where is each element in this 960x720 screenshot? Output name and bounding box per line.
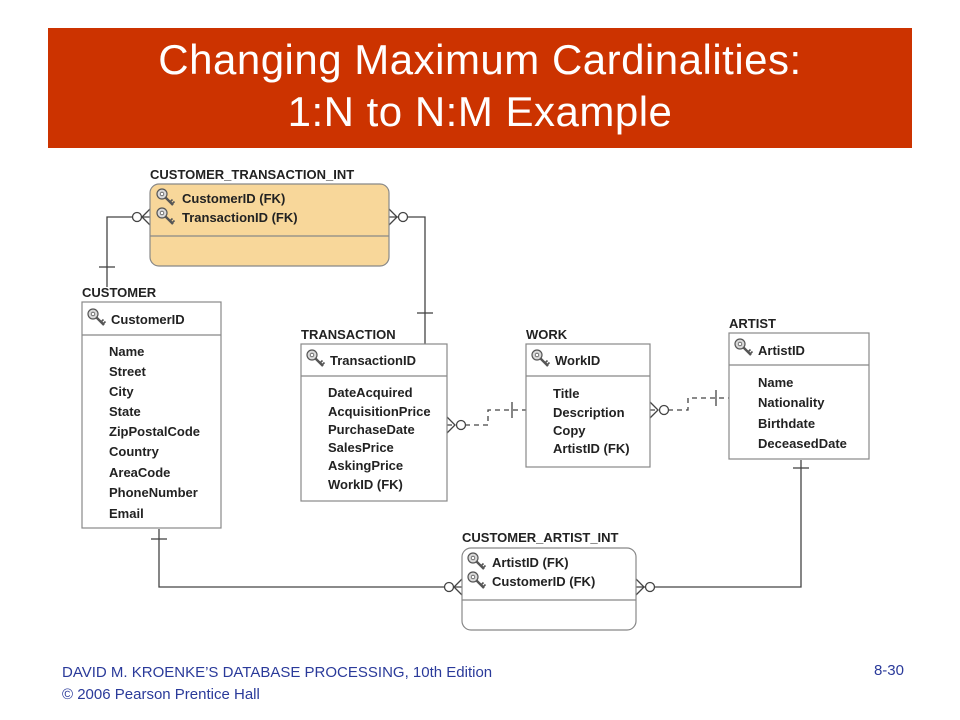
rel-artist-work-crowfoot <box>649 401 659 419</box>
rel-artist-cai-crowfoot <box>635 578 645 596</box>
rel-artist-work-optional-circle <box>658 404 670 416</box>
rel-artist-cai-line <box>636 460 802 588</box>
entity-artist: ARTIST ArtistID Name Nationality Birthda… <box>728 316 870 460</box>
rel-customer-cai-line <box>158 529 462 588</box>
attribute: Name <box>758 375 793 390</box>
attribute: Country <box>109 444 160 459</box>
attribute: ArtistID (FK) <box>553 441 630 456</box>
key-attribute: CustomerID <box>111 312 185 327</box>
key-attribute: TransactionID <box>330 353 416 368</box>
attribute: Description <box>553 405 625 420</box>
entity-transaction: TRANSACTION TransactionID DateAcquired A… <box>300 327 448 502</box>
rel-transaction-cti-optional-circle <box>397 211 409 223</box>
rel-customer-cti-optional-circle <box>131 211 143 223</box>
attribute: AcquisitionPrice <box>328 404 431 419</box>
key-attribute: ArtistID <box>758 343 805 358</box>
attribute: AreaCode <box>109 465 170 480</box>
rel-work-transaction-crowfoot <box>446 416 456 434</box>
footer-copyright: © 2006 Pearson Prentice Hall <box>62 686 260 703</box>
attribute: Title <box>553 386 580 401</box>
entity-customer-artist-int: CUSTOMER_ARTIST_INT ArtistID (FK) Custom… <box>461 530 637 631</box>
key-attribute: CustomerID (FK) <box>492 574 595 589</box>
footer-book-title: DAVID M. KROENKE’S DATABASE PROCESSING, … <box>62 664 493 681</box>
page-number: 8-30 <box>873 662 904 679</box>
key-attribute: WorkID <box>555 353 600 368</box>
entity-customer-transaction-int: CUSTOMER_TRANSACTION_INT CustomerID (FK)… <box>149 167 390 267</box>
entity-box <box>81 301 222 529</box>
slide-title-line-2: 1:N to N:M Example <box>287 88 673 135</box>
rel-artist-cai-optional-circle <box>644 581 656 593</box>
rel-customer-cai-optional-circle <box>443 581 455 593</box>
attribute: DeceasedDate <box>758 436 847 451</box>
attribute: PurchaseDate <box>328 422 415 437</box>
attribute: AskingPrice <box>328 458 403 473</box>
slide-title-line-1: Changing Maximum Cardinalities: <box>158 36 802 83</box>
slide-title-bar: Changing Maximum Cardinalities: 1:N to N… <box>48 28 912 148</box>
entity-name: WORK <box>526 327 568 342</box>
attribute: State <box>109 404 141 419</box>
rel-transaction-cti-crowfoot <box>388 208 398 226</box>
rel-transaction-cti-line <box>389 216 426 345</box>
entity-box <box>300 343 448 502</box>
rel-customer-cai-crowfoot <box>453 578 463 596</box>
attribute: ZipPostalCode <box>109 424 200 439</box>
entity-box <box>461 547 637 631</box>
entity-name: TRANSACTION <box>301 327 396 342</box>
key-attribute: TransactionID (FK) <box>182 210 298 225</box>
attribute: City <box>109 384 134 399</box>
entity-name: CUSTOMER_TRANSACTION_INT <box>150 167 354 182</box>
entity-work: WORK WorkID Title Description Copy Artis… <box>525 327 651 468</box>
attribute: SalesPrice <box>328 440 394 455</box>
relationship-lines <box>99 208 809 596</box>
entity-box <box>728 332 870 460</box>
entity-customer: CUSTOMER CustomerID Name Street City Sta… <box>81 285 222 529</box>
attribute: Birthdate <box>758 416 815 431</box>
attribute: Nationality <box>758 395 825 410</box>
attribute: Email <box>109 506 144 521</box>
rel-work-transaction-line <box>447 409 526 426</box>
entity-name: CUSTOMER <box>82 285 157 300</box>
key-attribute: ArtistID (FK) <box>492 555 569 570</box>
attribute: Copy <box>553 423 586 438</box>
rel-work-transaction-optional-circle <box>455 419 467 431</box>
attribute: WorkID (FK) <box>328 477 403 492</box>
entity-name: ARTIST <box>729 316 776 331</box>
rel-customer-cti-crowfoot <box>141 208 151 226</box>
key-attribute: CustomerID (FK) <box>182 191 285 206</box>
rel-customer-cti-line <box>106 216 150 287</box>
attribute: Street <box>109 364 147 379</box>
attribute: Name <box>109 344 144 359</box>
attribute: PhoneNumber <box>109 485 198 500</box>
attribute: DateAcquired <box>328 385 413 400</box>
entity-box <box>149 183 390 267</box>
entity-name: CUSTOMER_ARTIST_INT <box>462 530 619 545</box>
